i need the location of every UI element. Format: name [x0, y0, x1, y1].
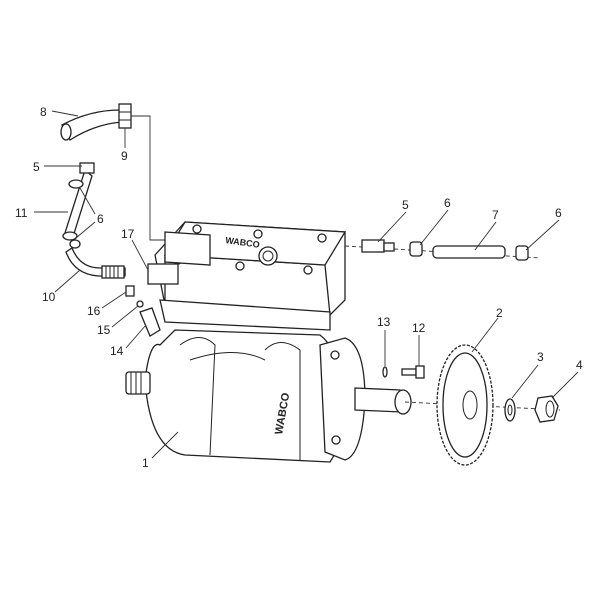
callout-15: 15	[97, 323, 111, 337]
clamp-part-6	[409, 241, 423, 257]
callout-14: 14	[110, 344, 124, 358]
callout-6: 6	[97, 212, 104, 226]
fitting-part-5-right	[361, 239, 395, 253]
valve-parts-14-16	[125, 285, 161, 337]
callout-5-right: 5	[402, 198, 409, 212]
callout-5: 5	[33, 160, 40, 174]
crankcase-part-1: WABCO	[125, 329, 412, 463]
washer-part-3	[504, 398, 516, 422]
callout-3: 3	[537, 350, 544, 364]
callout-6-far-right: 6	[555, 206, 562, 220]
o-ring-part-13	[382, 366, 388, 378]
gear-part-2	[436, 344, 494, 466]
tube-part-7	[432, 245, 506, 259]
callout-4: 4	[576, 358, 583, 372]
callout-16: 16	[87, 304, 101, 318]
callout-1: 1	[142, 456, 149, 470]
bolt-part-12	[401, 365, 425, 379]
callout-9: 9	[121, 149, 128, 163]
callout-2: 2	[496, 306, 503, 320]
fitting-part-9	[118, 103, 132, 129]
hose-part-11	[62, 162, 95, 249]
clamp-part-6-b	[515, 245, 529, 261]
callout-7: 7	[492, 208, 499, 222]
pipe-part-10	[65, 247, 126, 279]
callout-17: 17	[121, 227, 135, 241]
callout-13: 13	[377, 315, 391, 329]
leader-lines	[34, 110, 579, 459]
brand-marking-head: WABCO	[225, 235, 261, 250]
callout-6-right: 6	[444, 196, 451, 210]
callout-11: 11	[15, 206, 28, 220]
callout-12: 12	[412, 321, 426, 335]
nut-part-4	[534, 395, 559, 423]
callout-10: 10	[42, 290, 56, 304]
callout-8: 8	[40, 105, 47, 119]
cylinder-head: WABCO	[147, 221, 347, 331]
hose-elbow-part-8	[60, 109, 123, 141]
